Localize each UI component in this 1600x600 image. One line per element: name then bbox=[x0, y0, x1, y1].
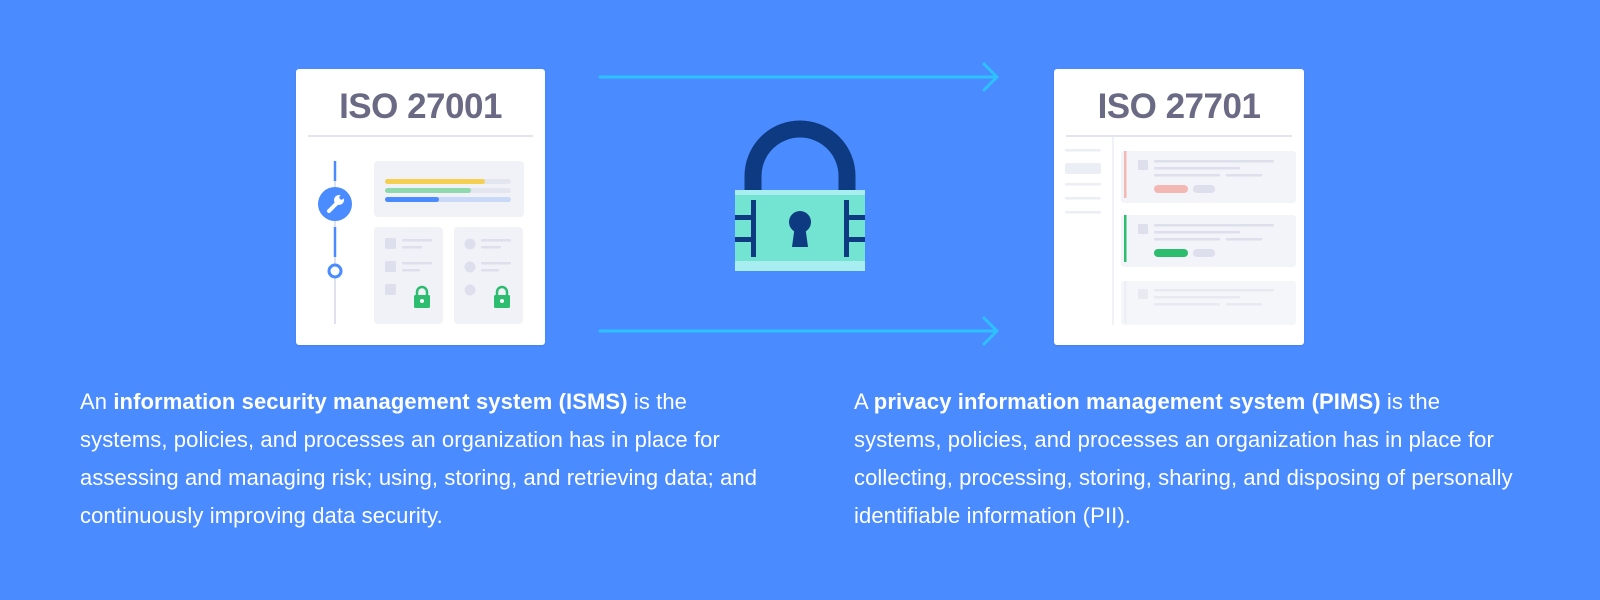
iso-27701-card: ISO 27701 bbox=[1054, 69, 1304, 345]
iso-27001-title: ISO 27001 bbox=[339, 87, 502, 126]
pims-illustration bbox=[1065, 137, 1296, 325]
isms-description: An information security management syste… bbox=[80, 383, 780, 535]
pims-term: privacy information management system (P… bbox=[873, 389, 1381, 414]
pims-description: A privacy information management system … bbox=[854, 383, 1520, 535]
wrench-icon bbox=[318, 187, 352, 221]
pims-prefix: A bbox=[854, 389, 874, 414]
iso-27001-card: ISO 27001 bbox=[296, 69, 545, 345]
isms-illustration bbox=[318, 161, 524, 324]
isms-prefix: An bbox=[80, 389, 114, 414]
lock-icon bbox=[414, 285, 430, 308]
lock-icon bbox=[494, 285, 510, 308]
card-divider bbox=[308, 135, 533, 137]
isms-body: is the systems, policies, and processes … bbox=[80, 389, 758, 528]
pims-body: is the systems, policies, and processes … bbox=[854, 389, 1513, 528]
card-divider bbox=[1066, 135, 1292, 137]
timeline-node bbox=[327, 263, 343, 279]
iso-27701-title: ISO 27701 bbox=[1097, 87, 1261, 126]
isms-term: information security management system (… bbox=[113, 389, 628, 414]
padlock-icon bbox=[735, 120, 865, 271]
